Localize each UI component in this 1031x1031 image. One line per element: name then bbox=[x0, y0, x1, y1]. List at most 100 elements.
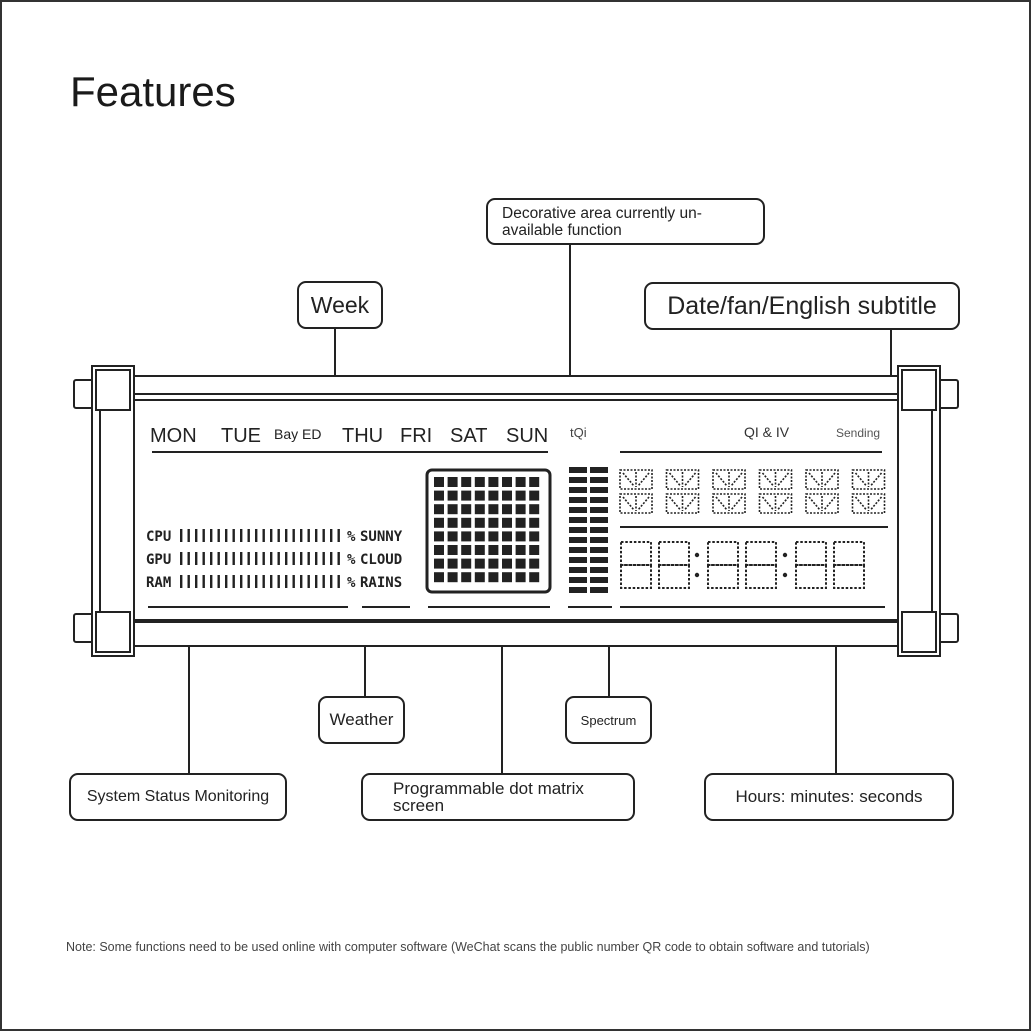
dot-cell bbox=[502, 531, 512, 542]
callout-week: Week bbox=[297, 281, 383, 329]
status-bar-segment bbox=[240, 575, 243, 588]
dot-cell bbox=[474, 517, 485, 528]
spectrum-segment bbox=[590, 537, 608, 543]
section-underlines bbox=[148, 451, 888, 608]
dot-cell bbox=[447, 477, 458, 487]
status-bar-segment bbox=[292, 552, 295, 565]
weather-cloud: CLOUD bbox=[360, 552, 402, 568]
dot-cell bbox=[488, 504, 499, 515]
dot-cell bbox=[474, 558, 485, 569]
clock-colon-dot bbox=[782, 552, 788, 558]
status-bar-segment bbox=[210, 575, 213, 588]
status-bar-segment bbox=[270, 552, 273, 565]
status-bar-segment bbox=[337, 552, 340, 565]
spectrum-segment bbox=[569, 557, 587, 563]
status-bars bbox=[180, 575, 340, 588]
dot-cell bbox=[529, 490, 540, 501]
callout-date-subtitle-text: Date/fan/English subtitle bbox=[667, 291, 937, 320]
weekday-mon: MON bbox=[150, 425, 197, 447]
spectrum-segment bbox=[569, 507, 587, 513]
spectrum-segment bbox=[569, 567, 587, 573]
dot-cell bbox=[502, 572, 512, 583]
status-bar-segment bbox=[180, 552, 183, 565]
alnum-char bbox=[665, 469, 700, 490]
spectrum-segment bbox=[590, 577, 608, 583]
status-bar-segment bbox=[262, 575, 265, 588]
callout-decorative-area: Decorative area currently un-available f… bbox=[486, 198, 765, 245]
dot-cell bbox=[474, 504, 485, 515]
status-bar-segment bbox=[322, 529, 325, 542]
dot-cell bbox=[529, 572, 540, 583]
status-bar-segment bbox=[300, 552, 303, 565]
dot-cell bbox=[447, 545, 458, 555]
status-bar-segment bbox=[315, 575, 318, 588]
spectrum-segment bbox=[590, 527, 608, 533]
dot-cell bbox=[515, 490, 526, 501]
dot-cell bbox=[502, 490, 512, 501]
dot-cell bbox=[461, 517, 472, 528]
callout-dot-matrix: Programmable dot matrix screen bbox=[361, 773, 635, 821]
status-bar-segment bbox=[217, 575, 220, 588]
status-bar-segment bbox=[187, 552, 190, 565]
status-bar-segment bbox=[277, 552, 280, 565]
spectrum-segment bbox=[569, 497, 587, 503]
spectrum-segment bbox=[569, 487, 587, 493]
dot-cell bbox=[488, 517, 499, 528]
dot-cell bbox=[515, 572, 526, 583]
right-end-cap bbox=[897, 365, 959, 657]
dot-cell bbox=[488, 572, 499, 583]
status-bar-segment bbox=[180, 575, 183, 588]
status-bar-segment bbox=[225, 552, 228, 565]
status-bar-segment bbox=[322, 552, 325, 565]
dot-cell bbox=[529, 517, 540, 528]
alnum-char bbox=[758, 493, 793, 514]
spectrum-segment bbox=[590, 547, 608, 553]
status-bar-segment bbox=[247, 529, 250, 542]
callout-weather-text: Weather bbox=[329, 710, 394, 729]
status-bar-segment bbox=[210, 552, 213, 565]
callout-weather: Weather bbox=[318, 696, 405, 744]
dot-cell bbox=[447, 504, 458, 515]
clock-colon-dot bbox=[694, 552, 700, 558]
dot-cell bbox=[474, 572, 485, 583]
callout-spectrum-text: Spectrum bbox=[580, 712, 637, 728]
callout-date-subtitle: Date/fan/English subtitle bbox=[644, 282, 960, 330]
status-bar-segment bbox=[202, 552, 205, 565]
dot-cell bbox=[515, 504, 526, 515]
alnum-char bbox=[758, 469, 793, 490]
status-row-gpu: GPU % CLOUD bbox=[146, 552, 402, 568]
status-bar-segment bbox=[307, 529, 310, 542]
clock-colon-dot bbox=[782, 572, 788, 578]
status-bar-segment bbox=[187, 529, 190, 542]
dot-cell bbox=[515, 558, 526, 569]
dot-cell bbox=[515, 545, 526, 555]
spectrum-segment bbox=[569, 477, 587, 483]
top-right-labels: tQi QI & IV Sending bbox=[570, 424, 880, 440]
dot-cell bbox=[488, 477, 499, 487]
spectrum-segment bbox=[590, 487, 608, 493]
dot-cell bbox=[529, 531, 540, 542]
status-bar-segment bbox=[270, 575, 273, 588]
spectrum-segment bbox=[569, 547, 587, 553]
alnum-char bbox=[805, 493, 839, 514]
status-bar-segment bbox=[292, 575, 295, 588]
left-end-cap bbox=[73, 365, 135, 657]
weather-rains: RAINS bbox=[360, 575, 402, 591]
dot-cell bbox=[529, 558, 540, 569]
status-row-ram: RAM % RAINS bbox=[146, 575, 402, 591]
status-bar-segment bbox=[202, 575, 205, 588]
status-bar-segment bbox=[232, 552, 235, 565]
status-bar-segment bbox=[307, 552, 310, 565]
dot-cell bbox=[474, 477, 485, 487]
spectrum-segment bbox=[590, 557, 608, 563]
dot-cell bbox=[434, 572, 444, 583]
status-bar-segment bbox=[315, 529, 318, 542]
dot-cell bbox=[474, 490, 485, 501]
callout-system-status-text: System Status Monitoring bbox=[86, 788, 270, 805]
status-bar-segment bbox=[247, 552, 250, 565]
dot-matrix-cells bbox=[434, 477, 540, 583]
status-bar-segment bbox=[225, 575, 228, 588]
status-bar-segment bbox=[262, 552, 265, 565]
dot-cell bbox=[502, 517, 512, 528]
status-bar-segment bbox=[195, 529, 198, 542]
